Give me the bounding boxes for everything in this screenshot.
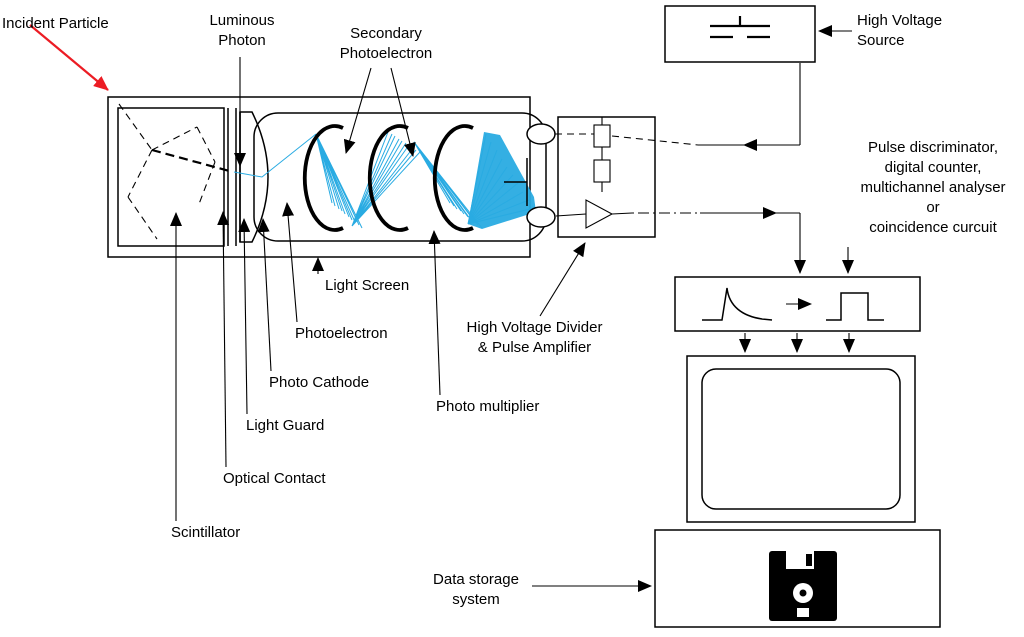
label-line: Photoelectron bbox=[339, 45, 433, 62]
label-line: Pulse discriminator, bbox=[867, 139, 999, 156]
label-light-guard: Light Guard bbox=[246, 417, 325, 434]
label-luminous-photon: Luminous Photon bbox=[196, 11, 288, 51]
label-light-screen: Light Screen bbox=[325, 277, 410, 294]
high-voltage-source-box bbox=[664, 5, 816, 63]
pulse-shaper-box bbox=[674, 276, 921, 332]
label-high-voltage-source: High Voltage Source bbox=[857, 11, 942, 51]
label-photo-multiplier: Photo multiplier bbox=[436, 398, 540, 415]
label-line: Source bbox=[857, 32, 905, 49]
tube-pins bbox=[526, 123, 556, 228]
optical-contact-layer bbox=[227, 108, 237, 246]
label-line: coincidence curcuit bbox=[869, 219, 997, 236]
leader-lines bbox=[170, 25, 854, 592]
incident-particle-arrow bbox=[29, 24, 109, 91]
label-line: High Voltage Divider bbox=[466, 319, 603, 336]
dynodes bbox=[302, 124, 474, 232]
label-photoelectron: Photoelectron bbox=[295, 325, 388, 342]
detector-housing bbox=[107, 96, 531, 258]
photomultiplier-tube bbox=[253, 112, 547, 242]
label-line: digital counter, bbox=[884, 159, 982, 176]
resistor-boxes-icon bbox=[593, 117, 611, 192]
label-line: Luminous bbox=[209, 12, 275, 29]
decay-pulse-icon bbox=[702, 287, 773, 321]
electron-shower bbox=[233, 131, 536, 229]
label-line: Secondary bbox=[350, 25, 422, 42]
battery-plates-icon bbox=[710, 16, 770, 39]
hv-wire bbox=[611, 63, 801, 151]
label-line: Data storage bbox=[433, 571, 519, 588]
pulse-to-monitor-arrows bbox=[739, 333, 855, 353]
label-line: system bbox=[452, 591, 500, 608]
label-photo-cathode: Photo Cathode bbox=[269, 374, 370, 391]
monitor-screen bbox=[686, 355, 916, 523]
data-storage-box bbox=[654, 529, 941, 628]
signal-wire bbox=[611, 207, 806, 274]
divider-amplifier-box bbox=[555, 116, 656, 238]
particle-track-dashed bbox=[118, 103, 234, 240]
square-pulse-icon bbox=[826, 292, 884, 321]
label-line: or bbox=[926, 199, 940, 216]
label-pulse-discriminator: Pulse discriminator, digital counter, mu… bbox=[842, 138, 1024, 238]
label-data-storage: Data storage system bbox=[419, 570, 533, 610]
amplifier-triangle-icon bbox=[555, 199, 614, 229]
label-incident-particle: Incident Particle bbox=[2, 15, 109, 32]
label-line: Photon bbox=[218, 32, 266, 49]
scintillator-block bbox=[117, 103, 234, 247]
anode bbox=[504, 158, 528, 206]
label-optical-contact: Optical Contact bbox=[223, 470, 326, 487]
label-line: High Voltage bbox=[857, 12, 943, 29]
label-line: multichannel analyser bbox=[860, 179, 1006, 196]
floppy-disk-icon bbox=[769, 551, 837, 621]
label-scintillator: Scintillator bbox=[171, 524, 241, 541]
label-hv-divider: High Voltage Divider & Pulse Amplifier bbox=[447, 318, 622, 358]
label-line: & Pulse Amplifier bbox=[477, 339, 592, 356]
label-secondary-photoelectron: Secondary Photoelectron bbox=[322, 24, 450, 64]
